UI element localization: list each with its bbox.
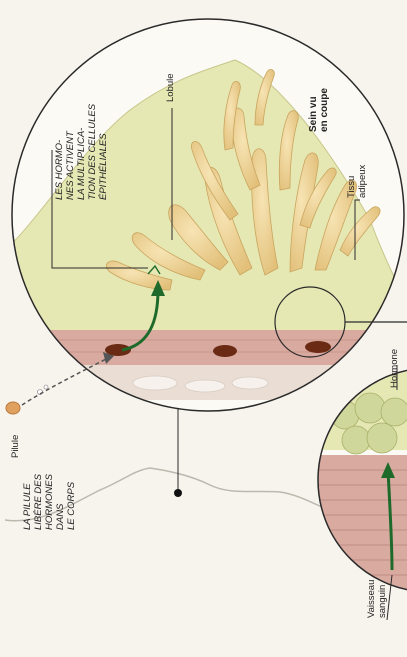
skin-layer	[0, 330, 407, 365]
label-vessel: Vaisseau sanguin	[366, 580, 388, 618]
label-hormone: Hormone	[389, 349, 400, 388]
label-pill: Pilule	[10, 435, 21, 458]
label-adipose: Tissu adipeux	[346, 165, 368, 198]
breast-cross-section	[0, 19, 407, 411]
pill	[6, 402, 20, 414]
magnified-detail	[300, 360, 407, 652]
label-lobule: Lobule	[165, 73, 176, 102]
label-hormones: LES HORMO- NES ACTIVENT LA MULTIPLICA- T…	[54, 104, 109, 200]
label-breast-section: Sein vu en coupe	[308, 88, 330, 132]
label-pill-text: LA PILULE LIBÈRE DES HORMONES DANS LE CO…	[22, 474, 77, 530]
